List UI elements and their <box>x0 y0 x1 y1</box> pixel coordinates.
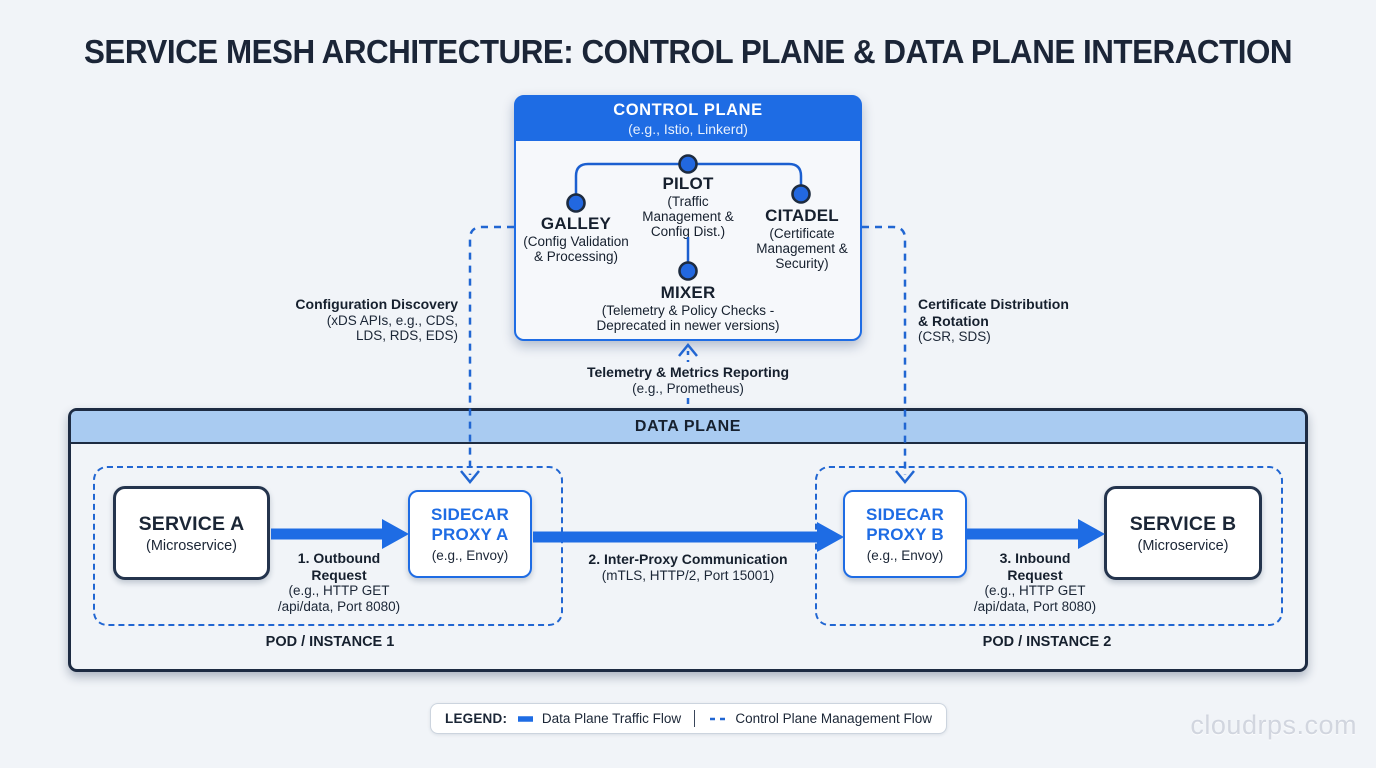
service-a-desc: (Microservice) <box>145 537 238 554</box>
component-galley-desc: & Processing) <box>533 249 619 265</box>
service-b-name: SERVICE B <box>1129 512 1237 535</box>
flow-title: Request <box>311 566 367 583</box>
flow-desc: (mTLS, HTTP/2, Port 15001) <box>601 567 775 583</box>
pod-instance-2-label: POD / INSTANCE 2 <box>982 634 1112 650</box>
dashed-arrow-icon <box>710 717 727 720</box>
sidecar-proxy-a-box: SIDECAR PROXY A (e.g., Envoy) <box>408 490 532 578</box>
service-b-box: SERVICE B (Microservice) <box>1104 486 1262 580</box>
annotation-telemetry: Telemetry & Metrics Reporting (e.g., Pro… <box>587 364 789 396</box>
component-citadel: CITADEL (Certificate Management & Securi… <box>756 206 848 271</box>
service-a-box: SERVICE A (Microservice) <box>113 486 270 580</box>
sidecar-proxy-b-box: SIDECAR PROXY B (e.g., Envoy) <box>843 490 967 578</box>
control-plane-box: CONTROL PLANE (e.g., Istio, Linkerd) <box>514 95 862 341</box>
component-citadel-desc: Security) <box>775 256 829 272</box>
component-pilot: PILOT (Traffic Management & Config Dist.… <box>642 174 734 239</box>
legend-dashed-label: Control Plane Management Flow <box>735 711 932 726</box>
component-pilot-desc: Management & <box>642 209 734 225</box>
component-citadel-desc: (Certificate <box>769 226 835 241</box>
annotation-certificate-distribution: Certificate Distribution & Rotation (CSR… <box>918 296 1069 345</box>
annotation-desc: LDS, RDS, EDS) <box>355 328 458 344</box>
pod-instance-1-boundary <box>93 466 563 626</box>
component-mixer-desc: Deprecated in newer versions) <box>596 318 780 334</box>
component-mixer: MIXER (Telemetry & Policy Checks - Depre… <box>596 283 779 333</box>
annotation-desc: (e.g., Prometheus) <box>632 380 744 396</box>
page-title: SERVICE MESH ARCHITECTURE: CONTROL PLANE… <box>83 33 1293 70</box>
service-b-desc: (Microservice) <box>1137 537 1229 554</box>
legend-solid-label: Data Plane Traffic Flow <box>541 711 682 726</box>
flow-desc: (e.g., HTTP GET <box>984 583 1086 599</box>
sidecar-proxy-a-name: PROXY A <box>431 525 509 544</box>
component-pilot-desc: (Traffic <box>667 194 709 209</box>
sidecar-proxy-b-desc: (e.g., Envoy) <box>866 547 944 563</box>
component-galley: GALLEY (Config Validation & Processing) <box>523 214 629 264</box>
flow-desc: /api/data, Port 8080) <box>973 598 1097 614</box>
annotation-title: Certificate Distribution <box>918 296 1069 312</box>
component-citadel-name: CITADEL <box>765 206 839 225</box>
annotation-desc: (xDS APIs, e.g., CDS, <box>326 312 458 328</box>
annotation-desc: (CSR, SDS) <box>918 329 991 345</box>
annotation-configuration-discovery: Configuration Discovery (xDS APIs, e.g.,… <box>295 296 458 344</box>
watermark: cloudrps.com <box>1190 710 1357 740</box>
pod-instance-2-boundary <box>815 466 1283 626</box>
flow-label-inter-proxy: 2. Inter-Proxy Communication (mTLS, HTTP… <box>588 551 787 583</box>
service-a-name: SERVICE A <box>138 512 245 535</box>
annotation-title: Telemetry & Metrics Reporting <box>586 364 790 380</box>
control-plane-header: CONTROL PLANE (e.g., Istio, Linkerd) <box>515 96 861 141</box>
component-citadel-desc: Management & <box>756 241 848 257</box>
legend: LEGEND: Data Plane Traffic Flow Control … <box>430 703 947 734</box>
flow-desc: /api/data, Port 8080) <box>277 598 401 614</box>
sidecar-proxy-a-desc: (e.g., Envoy) <box>431 547 509 563</box>
flow-title: 2. Inter-Proxy Communication <box>588 551 788 567</box>
flow-label-inbound-request: 3. Inbound Request (e.g., HTTP GET /api/… <box>974 550 1096 615</box>
legend-label: LEGEND: <box>445 711 508 726</box>
control-plane-subtitle: (e.g., Istio, Linkerd) <box>628 120 748 137</box>
sidecar-proxy-b-name: PROXY B <box>866 525 944 544</box>
flow-label-outbound-request: 1. Outbound Request (e.g., HTTP GET /api… <box>278 550 400 615</box>
flow-title: 3. Inbound <box>999 550 1071 566</box>
solid-arrow-icon <box>518 715 533 722</box>
annotation-title: & Rotation <box>918 312 989 329</box>
flow-title: 1. Outbound <box>297 550 381 566</box>
sidecar-proxy-a-name: SIDECAR <box>431 505 509 525</box>
component-mixer-desc: (Telemetry & Policy Checks - <box>601 303 775 318</box>
pod-instance-1-label: POD / INSTANCE 1 <box>265 634 395 650</box>
component-galley-desc: (Config Validation <box>523 234 629 249</box>
component-mixer-name: MIXER <box>660 283 716 302</box>
flow-desc: (e.g., HTTP GET <box>288 583 390 599</box>
legend-divider <box>694 710 695 727</box>
component-galley-name: GALLEY <box>540 214 612 233</box>
sidecar-proxy-b-name: SIDECAR <box>866 505 944 525</box>
data-plane-title: DATA PLANE <box>634 417 742 435</box>
component-pilot-desc: Config Dist.) <box>650 224 726 240</box>
flow-title: Request <box>1007 566 1063 583</box>
annotation-title: Configuration Discovery <box>295 296 458 312</box>
data-plane-header: DATA PLANE <box>71 411 1305 444</box>
component-pilot-name: PILOT <box>662 174 714 193</box>
control-plane-title: CONTROL PLANE <box>613 100 763 119</box>
